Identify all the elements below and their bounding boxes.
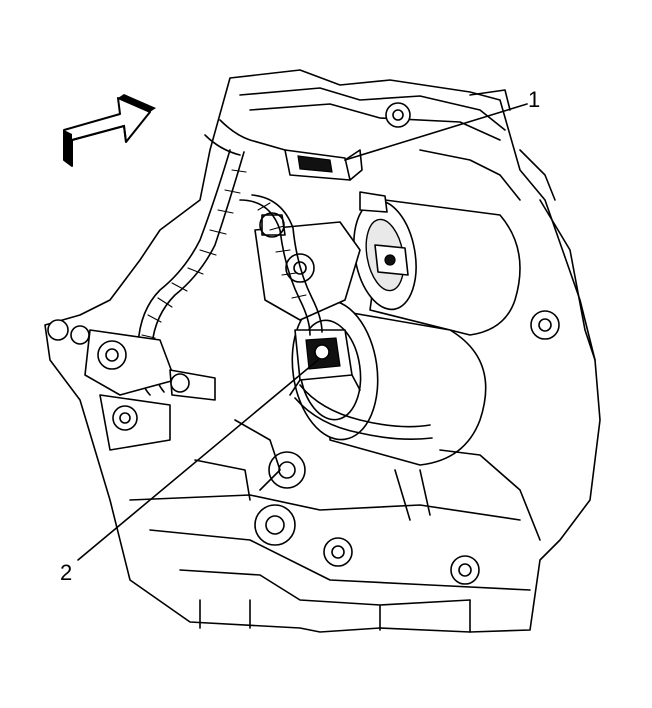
callout-label-2: 2 [60, 560, 73, 585]
front-direction-arrow-icon [63, 94, 156, 167]
connector-1-harness-plug [284, 149, 363, 181]
callout-2-leader [77, 359, 319, 561]
callout-label-1: 1 [528, 87, 541, 112]
callout-1-leader [344, 103, 528, 161]
